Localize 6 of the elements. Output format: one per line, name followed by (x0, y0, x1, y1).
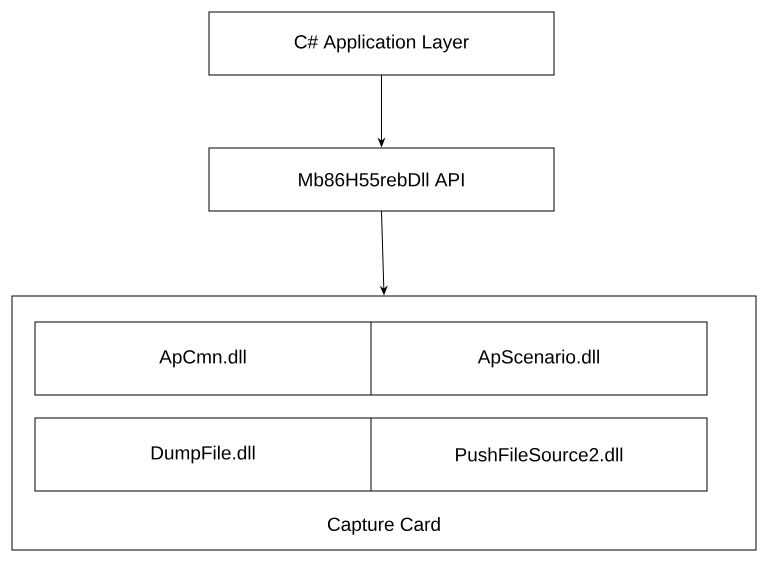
dll-box: DumpFile.dll (34, 418, 372, 492)
layer-box: C# Application Layer (208, 12, 554, 76)
dll-box: PushFileSource2.dll (370, 418, 708, 492)
dll-box: ApCmn.dll (34, 322, 372, 396)
api-box: Mb86H55rebDll API (208, 148, 554, 212)
dll-box: ApScenario.dll (370, 322, 708, 396)
